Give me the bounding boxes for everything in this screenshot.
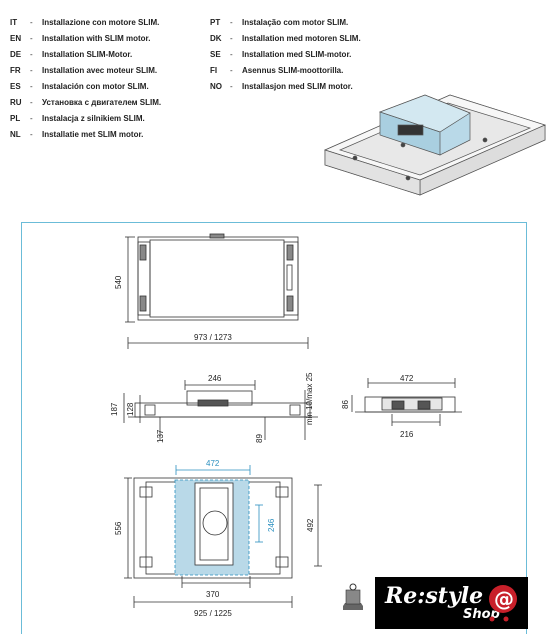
dim-bot-556: 556 <box>114 521 123 535</box>
dim-front-187: 187 <box>110 402 119 416</box>
dim-side-216: 216 <box>400 430 414 439</box>
lang-row: PL-Instalacja z silnikiem SLIM. <box>10 114 145 123</box>
bottom-view <box>124 477 322 608</box>
logo: Re:style Shop @ <box>375 577 528 629</box>
lang-row: EN-Installation with SLIM motor. <box>10 34 151 43</box>
language-list-left: IT-Installazione con motore SLIM. EN-Ins… <box>10 15 161 143</box>
dim-bot-370: 370 <box>206 590 220 599</box>
dim-bot-492: 492 <box>306 518 315 532</box>
dim-front-246: 246 <box>208 374 222 383</box>
drawing-frame <box>21 222 527 634</box>
lang-row: DK-Installation med motoren SLIM. <box>210 34 361 43</box>
dim-front-128: 128 <box>126 402 135 416</box>
top-view <box>125 233 309 349</box>
dim-top-height: 540 <box>114 275 123 289</box>
lang-row: FR-Installation avec moteur SLIM. <box>10 66 158 75</box>
dim-bot-472: 472 <box>206 459 220 468</box>
language-list-right: PT-Instalação com motor SLIM. DK-Install… <box>210 15 361 95</box>
dim-front-89: 89 <box>255 434 264 443</box>
dim-top-width: 973 / 1273 <box>194 333 232 342</box>
cart-icon: @ <box>489 585 517 622</box>
front-view <box>123 380 318 440</box>
lang-row: RU-Установка с двигателем SLIM. <box>10 98 162 107</box>
dim-side-86: 86 <box>341 400 350 409</box>
dim-bot-246: 246 <box>267 518 276 532</box>
isometric-view <box>324 94 546 196</box>
logo-brand: Re:style <box>385 583 484 609</box>
dim-front-137: 137 <box>156 429 165 443</box>
lang-row: IT-Installazione con motore SLIM. <box>10 18 160 27</box>
lang-row: DE-Installation SLIM-Motor. <box>10 50 133 59</box>
lang-row: PT-Instalação com motor SLIM. <box>210 18 349 27</box>
lang-row: SE-Installation med SLIM-motor. <box>210 50 352 59</box>
dim-front-min: min 10/max 25 <box>305 372 314 425</box>
lang-row: ES-Instalación con motor SLIM. <box>10 82 149 91</box>
dim-side-472: 472 <box>400 374 414 383</box>
lang-row: FI-Asennus SLIM-moottorilla. <box>210 66 344 75</box>
dim-bot-width: 925 / 1225 <box>194 609 232 618</box>
svg-text:@: @ <box>494 587 514 611</box>
lang-row: NO-Installasjon med SLIM motor. <box>210 82 353 91</box>
bottom-accent-lines <box>175 465 263 543</box>
lang-row: NL-Installatie met SLIM motor. <box>10 130 144 139</box>
weight-icon <box>343 583 363 610</box>
side-view <box>351 378 462 426</box>
